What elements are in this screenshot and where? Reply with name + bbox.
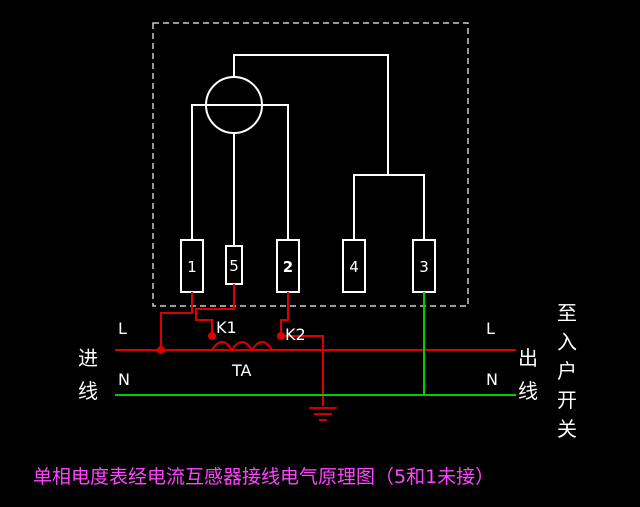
side-to-char-4: 开 [557, 388, 577, 412]
side-left-char-2: 线 [78, 379, 98, 403]
terminal-4-label: 4 [349, 258, 359, 276]
junction-K1 [208, 332, 216, 340]
label-K1: K1 [216, 318, 237, 337]
ta-coil [211, 341, 273, 352]
junction-L [157, 346, 165, 354]
diagram-caption: 单相电度表经电流互感器接线电气原理图（5和1未接） [33, 466, 494, 488]
terminal-1-label: 1 [187, 258, 197, 276]
wire-coil-to-terminal-3 [233, 54, 425, 240]
label-N-right: N [486, 370, 498, 389]
label-K2: K2 [285, 325, 306, 344]
wire-K2-to-ground [281, 335, 324, 406]
label-N-left: N [118, 370, 130, 389]
label-L-right: L [486, 319, 495, 338]
side-to-char-3: 户 [557, 359, 577, 383]
neutral-wiring [115, 292, 516, 396]
terminal-blocks: 1 5 2 4 3 [180, 239, 436, 293]
terminal-4 [342, 239, 366, 293]
side-out-char-2: 线 [518, 379, 538, 403]
internal-wiring [191, 54, 425, 246]
wire-coil-to-terminal-2 [262, 104, 289, 240]
ground-icon [309, 407, 337, 421]
wire-L-to-terminal-1 [160, 292, 193, 350]
meter-enclosure [152, 22, 469, 307]
side-left-char-1: 进 [78, 346, 98, 370]
side-out-char-1: 出 [518, 346, 538, 370]
terminal-3-label: 3 [419, 258, 429, 276]
wire-terminal-2-to-K2 [280, 292, 289, 336]
terminal-5-label: 5 [229, 257, 239, 275]
wire-terminal-5-to-K1 [195, 284, 235, 336]
side-to-char-2: 入 [557, 330, 577, 354]
label-L-left: L [118, 319, 127, 338]
side-to-char-1: 至 [557, 301, 577, 325]
label-TA: TA [231, 361, 252, 380]
wire-coil-to-terminal-1 [191, 104, 206, 240]
live-wiring [115, 284, 516, 406]
terminal-2-label: 2 [283, 258, 293, 276]
side-to-char-5: 关 [557, 417, 577, 441]
wire-branch-to-terminal-4 [353, 174, 388, 240]
junction-K2 [277, 332, 285, 340]
